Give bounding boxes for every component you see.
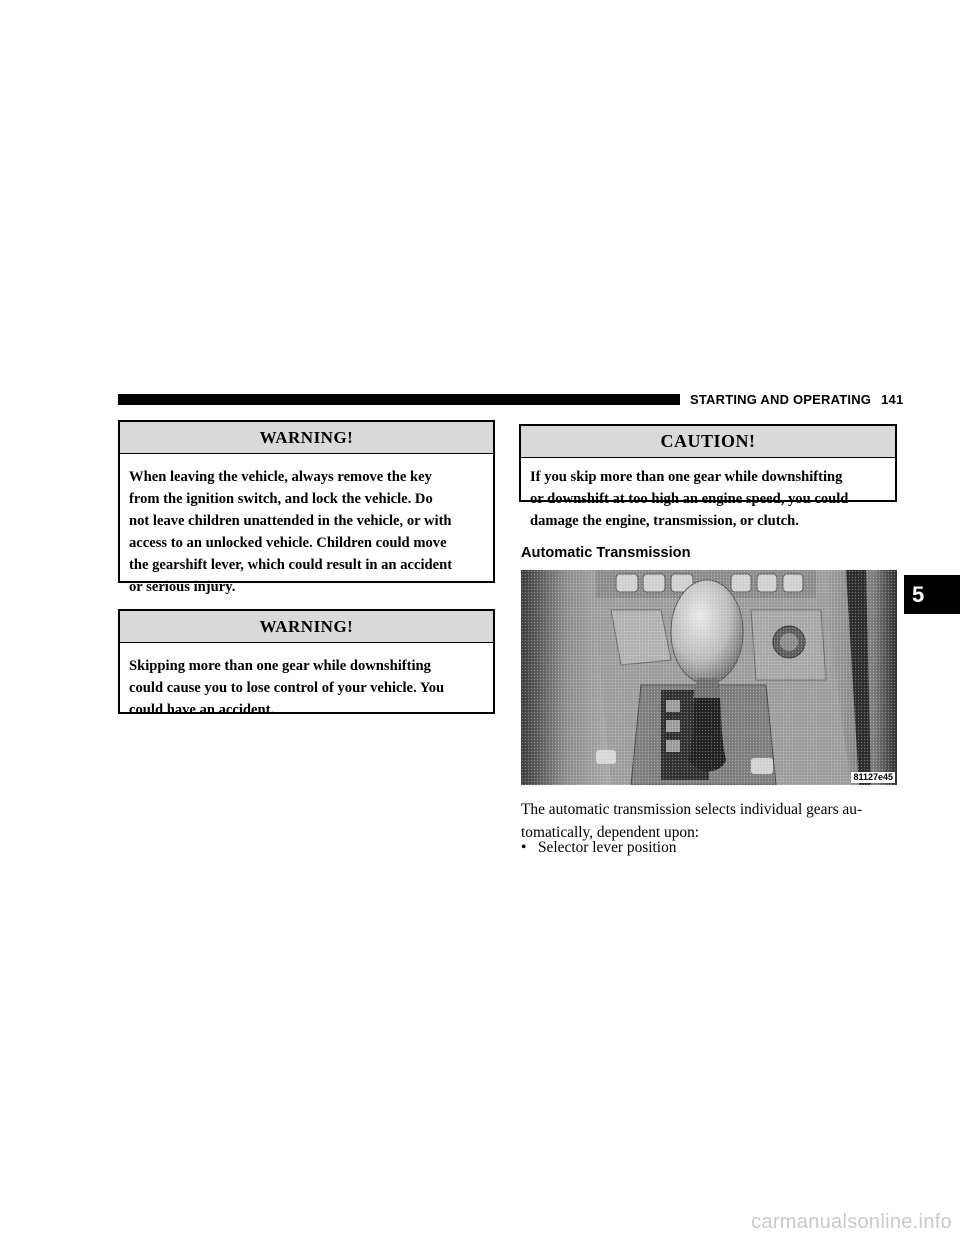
watermark: carmanualsonline.info xyxy=(751,1211,952,1233)
caution-text: If you skip more than one gear while dow… xyxy=(521,458,895,542)
warning-text: Skipping more than one gear while downsh… xyxy=(120,643,493,731)
text-line: If you skip more than one gear while dow… xyxy=(530,469,843,485)
text-line: damage the engine, transmission, or clut… xyxy=(530,513,799,529)
warning-box-2: WARNING! Skipping more than one gear whi… xyxy=(118,609,495,718)
body-paragraph: The automatic transmission selects indiv… xyxy=(521,798,897,844)
section-heading: Automatic Transmission xyxy=(521,545,691,561)
warning-title: WARNING! xyxy=(120,611,493,643)
caution-title: CAUTION! xyxy=(521,426,895,458)
warning-box-1: WARNING! When leaving the vehicle, alway… xyxy=(118,420,495,595)
warning-text: When leaving the vehicle, always remove … xyxy=(120,454,493,608)
text-line: tomatically, dependent upon: xyxy=(521,824,700,841)
section-title: STARTING AND OPERATING xyxy=(690,392,872,407)
text-line: the gearshift lever, which could result … xyxy=(129,557,453,573)
text-line: could cause you to lose control of your … xyxy=(129,680,445,696)
text-line: or downshift at too high an engine speed… xyxy=(530,491,849,507)
text-line: When leaving the vehicle, always remove … xyxy=(129,469,432,485)
text-line: not leave children unattended in the veh… xyxy=(129,513,452,529)
list-item: • Selector lever position xyxy=(521,838,676,858)
text-line: Skipping more than one gear while downsh… xyxy=(129,658,431,674)
text-line: The automatic transmission selects indiv… xyxy=(521,801,863,818)
gear-selector-photo: 81127e45 xyxy=(521,570,897,785)
header-rule xyxy=(118,394,680,405)
text-line: access to an unlocked vehicle. Children … xyxy=(129,535,447,551)
gear-selector-illustration xyxy=(521,570,897,785)
text-line: or serious injury. xyxy=(129,579,236,595)
caution-box: CAUTION! If you skip more than one gear … xyxy=(519,424,897,529)
bullet-icon: • xyxy=(521,839,527,856)
chapter-tab: 5 xyxy=(904,575,960,614)
text-line: could have an accident. xyxy=(129,702,275,718)
list-item-text: Selector lever position xyxy=(538,839,677,856)
warning-title: WARNING! xyxy=(120,422,493,454)
running-header: STARTING AND OPERATING 141 xyxy=(690,392,903,407)
text-line: from the ignition switch, and lock the v… xyxy=(129,491,433,507)
image-code: 81127e45 xyxy=(851,772,895,783)
page-number: 141 xyxy=(881,392,904,407)
